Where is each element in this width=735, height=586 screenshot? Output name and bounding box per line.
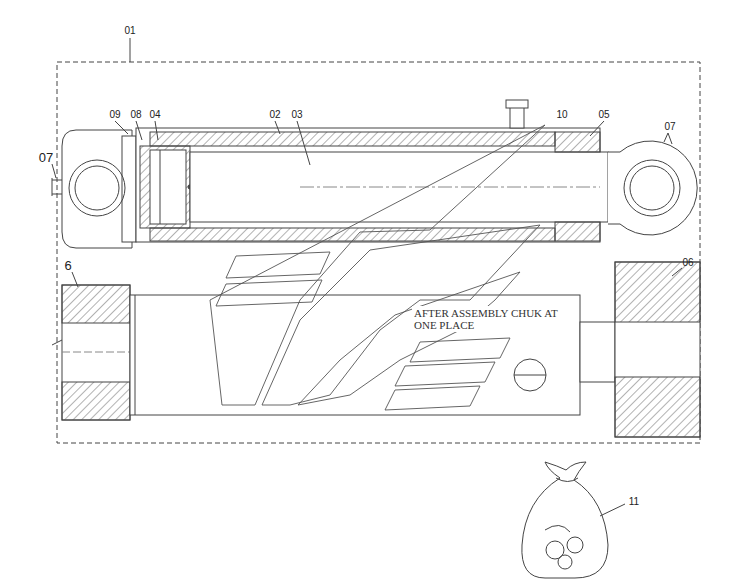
callout-number: 07 [39, 151, 53, 165]
leader-line [130, 38, 131, 62]
callout-number: 6 [64, 259, 71, 273]
callout-number: 02 [269, 109, 280, 120]
assembly-frame [57, 62, 700, 443]
callout-number: 10 [556, 109, 567, 120]
callout-number: 03 [291, 109, 302, 120]
callout-number: 05 [598, 109, 609, 120]
callout-number: 06 [682, 257, 693, 268]
callout-number: 11 [629, 496, 639, 507]
assembly-note: AFTER ASSEMBLY CHUK AT ONE PLACE [412, 306, 576, 332]
callout-number: 01 [124, 25, 135, 36]
callout-number: 08 [130, 109, 141, 120]
callout-number: 07 [664, 121, 675, 132]
callout-number: 09 [109, 109, 120, 120]
callout-number: 04 [149, 109, 160, 120]
